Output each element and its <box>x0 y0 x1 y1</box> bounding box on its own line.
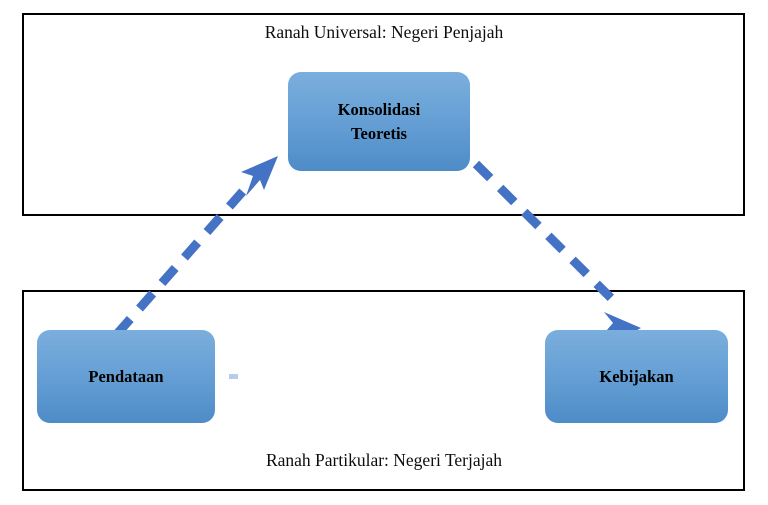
stray-mark <box>229 374 238 379</box>
node-kebijakan[interactable]: Kebijakan <box>545 330 728 423</box>
node-label-konsolidasi: Konsolidasi Teoretis <box>337 100 421 143</box>
node-konsolidasi-teoretis[interactable]: Konsolidasi Teoretis <box>288 72 470 171</box>
frame-ranah-universal <box>22 13 745 216</box>
frame-label-partikular: Ranah Partikular: Negeri Terjajah <box>265 450 503 470</box>
frame-ranah-partikular <box>22 290 745 491</box>
node-pendataan[interactable]: Pendataan <box>37 330 215 423</box>
frame-label-universal: Ranah Universal: Negeri Penjajah <box>264 22 504 42</box>
node-label-kebijakan: Kebijakan <box>599 366 674 386</box>
node-label-pendataan: Pendataan <box>88 366 164 386</box>
